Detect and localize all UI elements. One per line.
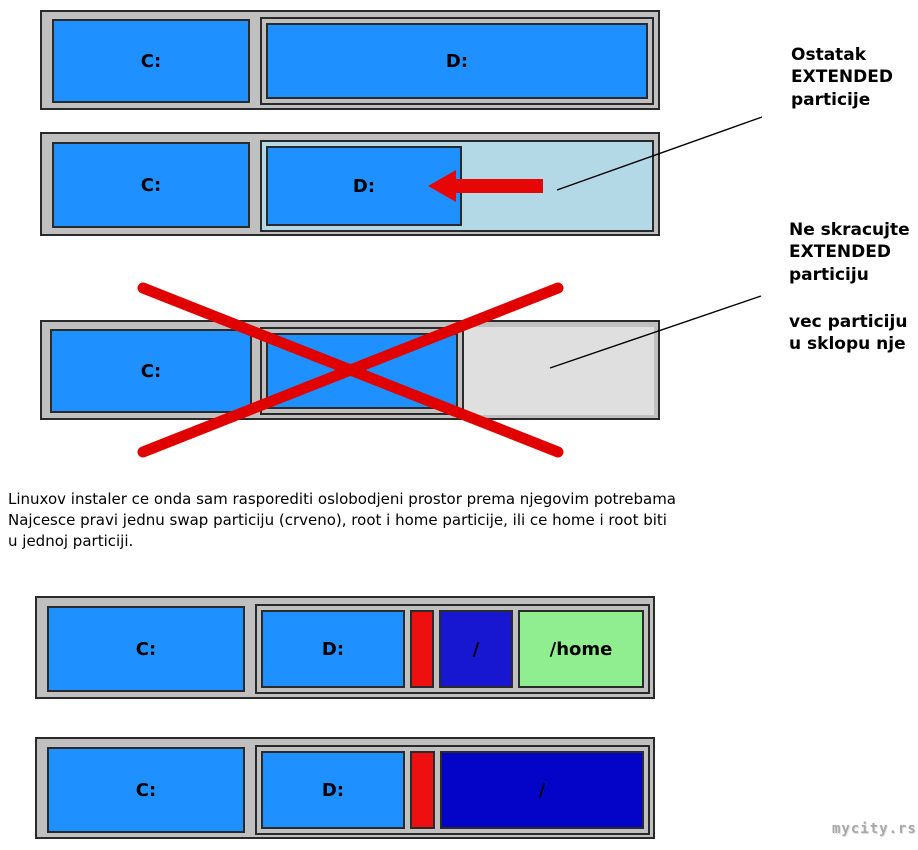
watermark: mycity.rs — [832, 821, 917, 837]
swap-partition — [410, 751, 435, 829]
home-partition: /home — [518, 610, 644, 688]
partition-d: D: — [261, 751, 405, 829]
extended-partition-container: D: / — [255, 745, 650, 835]
swap-partition — [410, 610, 434, 688]
partition-c: C: — [47, 606, 245, 692]
explanation-paragraph: Linuxov instaler ce onda sam rasporediti… — [8, 490, 676, 550]
extended-partition-container: D: / /home — [255, 604, 650, 694]
root-partition: / — [440, 751, 644, 829]
partition-c: C: — [50, 329, 252, 413]
annotation-vec-particiju: vec particiju u sklopu nje — [789, 312, 908, 355]
extended-partition-container: D: — [260, 17, 654, 105]
disk-bar-original: C: D: — [40, 10, 660, 110]
unallocated-space — [464, 327, 654, 415]
extended-partition-shrunk-container — [260, 327, 464, 415]
partition-c: C: — [52, 19, 250, 103]
partition-d: D: — [261, 610, 405, 688]
root-partition: / — [439, 610, 513, 688]
partition-d-shrunk: D: — [266, 146, 462, 226]
partition-d-unlabeled — [266, 333, 458, 409]
annotation-ne-skracujte: Ne skracujte EXTENDED particiju — [789, 220, 910, 285]
disk-bar-result-combined-root: C: D: / — [35, 737, 655, 839]
partition-d: D: — [266, 23, 648, 99]
disk-bar-result-home-separate: C: D: / /home — [35, 596, 655, 699]
extended-partition-container: D: — [260, 140, 654, 232]
partition-c: C: — [52, 142, 250, 228]
disk-bar-shrunk-d: C: D: — [40, 132, 660, 236]
disk-bar-wrong-way: C: — [40, 320, 660, 420]
partition-c: C: — [47, 747, 245, 833]
annotation-ostatak-extended: Ostatak EXTENDED particije — [791, 45, 893, 110]
